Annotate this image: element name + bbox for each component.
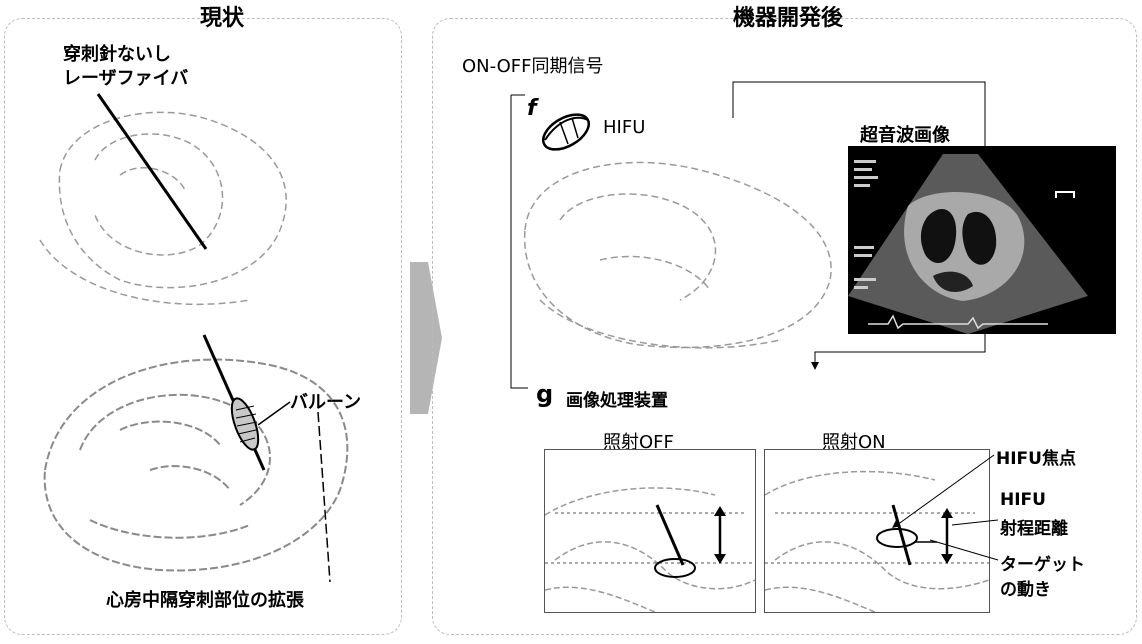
hifu-label: HIFU — [603, 117, 646, 138]
left-panel — [4, 18, 402, 635]
on-target-ellipse — [876, 528, 918, 548]
caption-leader — [317, 411, 331, 583]
on-frame-content — [765, 470, 989, 612]
heart-sketch-right — [523, 161, 832, 349]
needle-top — [96, 93, 208, 250]
ultrasound-sector — [848, 154, 1088, 334]
off-target-ellipse — [654, 558, 696, 578]
off-frame-content — [545, 487, 755, 612]
hifu-range-label-line2: 射程距離 — [1000, 519, 1068, 539]
sync-signal-line — [510, 95, 528, 389]
sync-signal-label: ON-OFF同期信号 — [462, 56, 604, 77]
target-motion-label-line1: ターゲット — [1000, 555, 1085, 575]
left-panel-title: 現状 — [200, 6, 245, 31]
ultrasound-label: 超音波画像 — [860, 125, 950, 146]
balloon-hatch — [235, 405, 258, 443]
irradiation-on-frame — [764, 449, 990, 613]
heart-sketch-top — [39, 111, 287, 306]
processor-feed-line — [814, 334, 986, 366]
hifu-range-label-line1: HIFU — [1000, 490, 1046, 510]
hifu-focus-label: HIFU焦点 — [996, 449, 1076, 469]
irradiation-off-label: 照射OFF — [603, 432, 674, 453]
ultrasound-image — [848, 146, 1116, 334]
balloon-leader — [257, 401, 291, 426]
on-needle — [891, 504, 912, 566]
needle-label-line1: 穿刺針ないし — [63, 44, 171, 65]
g-label: g — [536, 380, 554, 408]
irradiation-off-frame — [544, 449, 756, 613]
processor-label: 画像処理装置 — [566, 391, 668, 411]
ultrasound-signal-line — [732, 81, 986, 160]
needle-label-line2: レーザファイバ — [63, 68, 189, 89]
off-needle — [655, 504, 685, 566]
irradiation-on-label: 照射ON — [822, 432, 886, 453]
septal-dilation-caption: 心房中隔穿刺部位の拡張 — [106, 590, 304, 611]
target-motion-label-line2: の動き — [1000, 580, 1051, 600]
right-panel — [432, 18, 1137, 635]
right-panel-title: 機器開発後 — [733, 6, 844, 31]
f-label: f — [527, 96, 537, 121]
balloon-label: バルーン — [290, 392, 362, 413]
